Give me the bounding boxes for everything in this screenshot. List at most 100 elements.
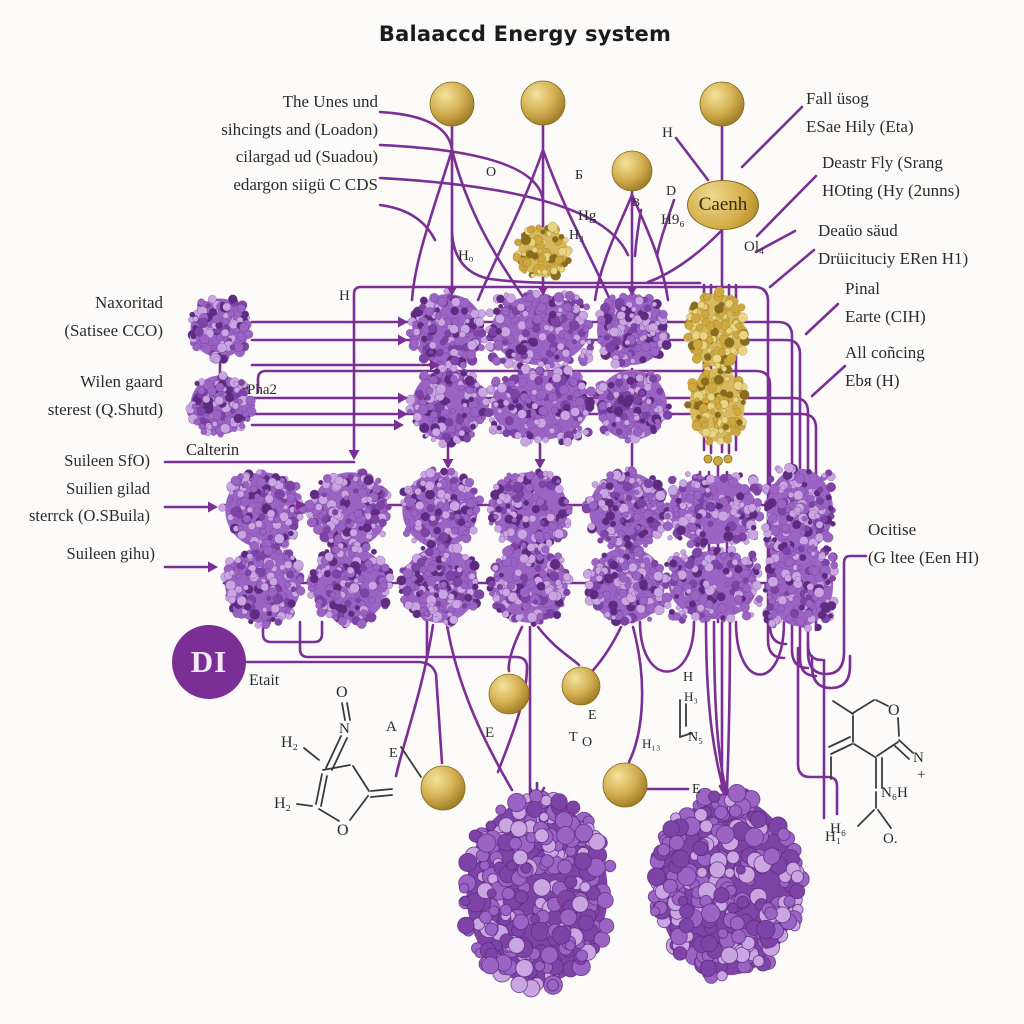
purple-cluster <box>396 542 485 628</box>
gold-ball <box>429 81 475 127</box>
gold-dot <box>723 454 733 464</box>
label-hg-col: Hg <box>578 208 597 224</box>
label-o-chem-top: O <box>336 684 348 701</box>
label-plus-chem2: + <box>917 767 926 783</box>
purple-cluster-rect <box>662 471 765 550</box>
label-calterin: Calterin <box>186 440 240 459</box>
purple-cluster <box>220 544 306 630</box>
purple-cluster <box>185 371 257 438</box>
label-t-mid: T <box>569 730 578 745</box>
label-o-col: O <box>486 165 497 180</box>
label-b2-col: B <box>632 195 641 209</box>
label-suilien-glad: Suilien gilad sterrck (O.SBuila) <box>29 479 150 525</box>
arrowhead <box>348 450 360 460</box>
label-a-lbl: A <box>386 719 397 735</box>
gold-ball <box>520 80 566 126</box>
arrowhead <box>296 499 306 511</box>
arrowhead <box>534 459 546 469</box>
label-ocitise: Ocitise (G ltee (Een HI) <box>868 520 979 567</box>
di-node: DI <box>172 625 246 699</box>
purple-cluster <box>304 468 392 552</box>
purple-cluster-rect <box>762 539 839 633</box>
arrowhead <box>398 408 408 420</box>
label-h-grid: H <box>339 288 350 304</box>
arrowhead <box>398 316 408 328</box>
label-e-mid2: E <box>588 708 597 723</box>
label-h-sub: Hₒ <box>458 248 474 264</box>
gold-ball <box>602 762 648 808</box>
purple-cluster-rect <box>484 364 597 447</box>
purple-cluster <box>187 294 254 364</box>
label-naxoritad: Naxoritad (Satisee CCO) <box>64 293 163 340</box>
berry-cluster <box>647 783 810 984</box>
gold-ball <box>699 81 745 127</box>
gold-cluster <box>683 286 750 374</box>
label-o-chem2: O <box>888 702 900 719</box>
label-h13-mid: H₁₃ <box>642 736 661 751</box>
label-e-ball: E <box>692 782 701 797</box>
gold-ball <box>420 765 466 811</box>
gold-ball <box>611 150 653 192</box>
label-h3-mid2: H₃ <box>684 689 698 704</box>
label-o-mid: O <box>582 735 593 750</box>
purple-cluster <box>399 466 485 554</box>
label-h3-col: H₃ <box>569 228 584 243</box>
arrowhead <box>430 359 440 371</box>
purple-cluster <box>595 292 672 369</box>
gold-ball <box>488 673 530 715</box>
label-h-mid: H <box>683 670 694 685</box>
purple-cluster <box>592 370 673 444</box>
gold-dot <box>713 456 723 466</box>
gold-ball <box>561 666 601 706</box>
purple-cluster <box>218 469 308 556</box>
label-h1-right: H₁ <box>825 829 842 845</box>
diagram-title: Balaaccd Energy system <box>378 22 672 46</box>
gold-cluster <box>684 362 750 446</box>
label-e-mid1: E <box>485 725 495 741</box>
arrowhead <box>442 459 454 469</box>
label-e-lbl: E <box>389 746 398 761</box>
purple-cluster <box>306 541 395 629</box>
label-h6-chem2: H₆ <box>830 821 847 837</box>
arrowhead <box>208 501 218 513</box>
label-o-chem-bot: O <box>337 822 349 839</box>
arrowhead <box>626 286 638 296</box>
label-h96-col: H9₆ <box>661 212 685 228</box>
label-h2-b: H₂ <box>274 795 292 812</box>
label-ol4-col: Ol₄ <box>744 239 765 255</box>
label-n-chem: N <box>339 721 350 737</box>
caenh-node: Caenh <box>687 180 759 230</box>
label-all-concing: All coñcing Ebя (H) <box>845 343 925 390</box>
gold-dot <box>703 454 713 464</box>
arrowhead <box>398 334 408 346</box>
label-d-col: D <box>666 184 677 199</box>
label-etait: Etait <box>249 672 280 689</box>
label-h-caenh: H <box>662 125 673 141</box>
berry-cluster <box>457 789 617 998</box>
label-suileen-so: Suileen SfO) <box>64 451 150 470</box>
label-suileen-gihu: Suileen gihu) <box>66 544 155 563</box>
arrowhead <box>208 561 218 573</box>
purple-cluster-rect <box>761 462 836 559</box>
label-n6h-chem2: N₆H <box>881 785 908 801</box>
purple-cluster <box>582 540 671 627</box>
arrowhead <box>394 419 404 431</box>
label-b-col: Б <box>575 168 584 183</box>
purple-cluster-rect <box>661 545 764 624</box>
label-fall-usog: Fall üsog ESae Hily (Eta) <box>806 89 914 136</box>
purple-cluster <box>485 542 574 628</box>
arrowhead <box>398 392 408 404</box>
gold-cluster <box>512 221 573 281</box>
label-n5-mid: N₅ <box>688 730 703 745</box>
purple-cluster <box>486 468 573 554</box>
label-pha2: Pha2 <box>247 382 277 398</box>
label-top-left-block: The Unes und sihcingts and (Loadon) cila… <box>221 92 378 194</box>
label-pinal-earte: Pinal Earte (CIH) <box>845 279 926 326</box>
purple-cluster-rect <box>485 289 595 372</box>
label-o-dot-chem2: O. <box>883 831 898 847</box>
purple-cluster <box>581 466 673 553</box>
purple-cluster <box>405 364 490 449</box>
label-wilen-gaard: Wilen gaard sterest (Q.Shutd) <box>47 372 163 419</box>
